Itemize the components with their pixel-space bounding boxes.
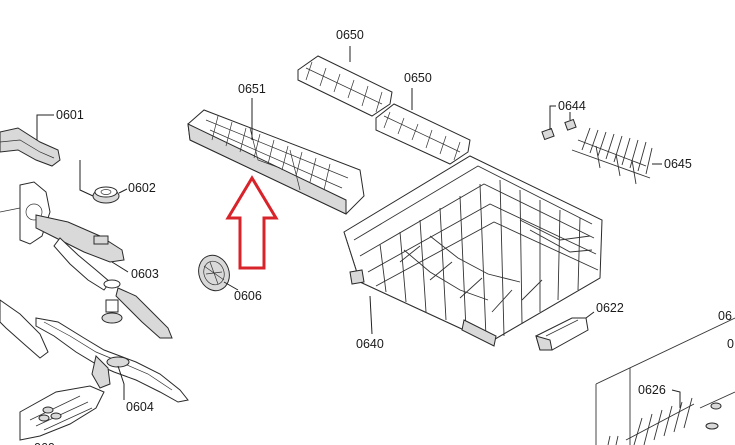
part-filter-plate xyxy=(19,385,105,441)
label-0640: 0640 xyxy=(356,337,384,351)
part-0602-nut xyxy=(79,160,128,204)
part-0606-filter-disc xyxy=(198,254,239,292)
part-0601-supply-pipe xyxy=(0,114,61,167)
label-0650-a: 0650 xyxy=(336,28,364,42)
part-0644-clips xyxy=(541,105,577,141)
label-edge-06: 06 xyxy=(718,309,732,323)
part-0650-cup-rack-lower xyxy=(375,88,471,165)
part-housing-edge xyxy=(0,181,51,359)
part-0650-cup-rack-upper xyxy=(297,46,393,117)
part-0626-lower-rack xyxy=(595,317,735,445)
label-0622: 0622 xyxy=(596,301,624,315)
label-0650-b: 0650 xyxy=(404,71,432,85)
arrow-up-icon xyxy=(225,175,279,270)
part-0603-upper-spray-arm xyxy=(35,214,173,339)
label-0644: 0644 xyxy=(558,99,586,113)
part-0645-tine-row xyxy=(571,127,662,185)
label-0603: 0603 xyxy=(131,267,159,281)
label-0602: 0602 xyxy=(128,181,156,195)
label-edge-0: 0 xyxy=(727,337,734,351)
label-bottom-cut: 060 xyxy=(34,441,55,445)
label-0601: 0601 xyxy=(56,108,84,122)
part-0640-upper-basket xyxy=(343,155,603,347)
label-0645: 0645 xyxy=(664,157,692,171)
part-0604-lower-spray-arm xyxy=(35,317,189,403)
label-0606: 0606 xyxy=(234,289,262,303)
label-0604: 0604 xyxy=(126,400,154,414)
label-0651: 0651 xyxy=(238,82,266,96)
part-0651-cutlery-tray xyxy=(187,98,365,215)
label-0626: 0626 xyxy=(638,383,666,397)
part-0622-handle xyxy=(535,311,595,351)
